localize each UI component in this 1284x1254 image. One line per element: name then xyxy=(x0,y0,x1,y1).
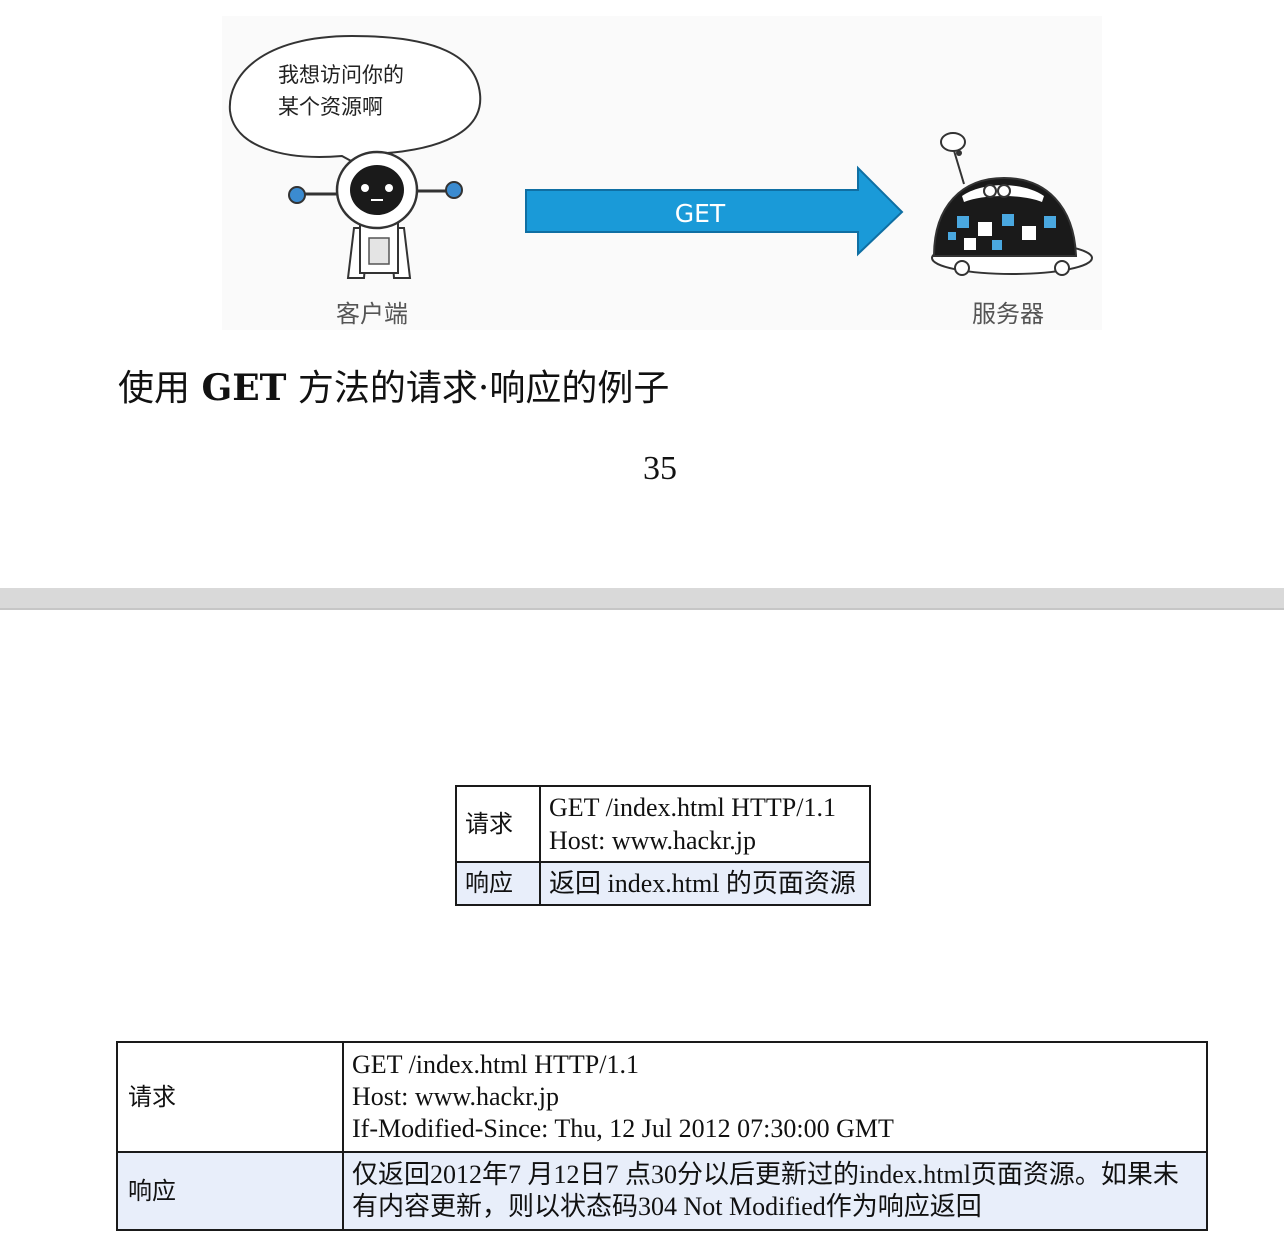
client-robot-icon xyxy=(288,150,463,279)
request-label: 请求 xyxy=(116,1041,344,1153)
figure-caption: 使用 GET 方法的请求·响应的例子 xyxy=(118,364,669,413)
server-label: 服务器 xyxy=(972,300,1044,328)
response-content: 仅返回2012年7 月12日7 点30分以后更新过的index.html页面资源… xyxy=(342,1151,1208,1231)
get-example-table: 请求 GET /index.html HTTP/1.1 Host: www.ha… xyxy=(455,785,871,906)
response-row: 响应 返回 index.html 的页面资源 xyxy=(455,861,871,906)
request-content: GET /index.html HTTP/1.1 Host: www.hackr… xyxy=(342,1041,1208,1153)
get-arrow xyxy=(525,165,904,257)
response-content: 返回 index.html 的页面资源 xyxy=(539,861,871,906)
request-line: Host: www.hackr.jp xyxy=(549,826,757,855)
get-illustration: 我想访问你的 某个资源啊 客户端 GET xyxy=(222,16,1102,330)
arrow-label: GET xyxy=(675,199,726,228)
server-robot-icon xyxy=(931,132,1093,276)
caption-bold: GET xyxy=(201,367,287,409)
request-content: GET /index.html HTTP/1.1 Host: www.hackr… xyxy=(539,785,871,863)
request-row: 请求 GET /index.html HTTP/1.1 Host: www.ha… xyxy=(455,785,871,863)
conditional-get-table: 请求 GET /index.html HTTP/1.1 Host: www.ha… xyxy=(116,1041,1208,1231)
client-label: 客户端 xyxy=(336,300,408,328)
request-row: 请求 GET /index.html HTTP/1.1 Host: www.ha… xyxy=(116,1041,1208,1153)
request-label: 请求 xyxy=(455,785,541,863)
response-line: 仅返回2012年7 月12日7 点30分以后更新过的index.html页面资源… xyxy=(352,1160,1179,1189)
request-line: Host: www.hackr.jp xyxy=(352,1082,560,1111)
response-row: 响应 仅返回2012年7 月12日7 点30分以后更新过的index.html页… xyxy=(116,1151,1208,1231)
request-line: GET /index.html HTTP/1.1 xyxy=(352,1050,639,1079)
page-number: 35 xyxy=(643,450,677,487)
request-line: GET /index.html HTTP/1.1 xyxy=(549,793,836,822)
caption-prefix: 使用 xyxy=(118,368,202,409)
response-label: 响应 xyxy=(116,1151,344,1231)
caption-suffix: 方法的请求·响应的例子 xyxy=(286,368,670,409)
illustration-svg: 我想访问你的 某个资源啊 客户端 GET xyxy=(228,34,1093,328)
request-line: If-Modified-Since: Thu, 12 Jul 2012 07:3… xyxy=(352,1114,894,1143)
speech-line-2: 某个资源啊 xyxy=(278,95,383,119)
response-label: 响应 xyxy=(455,861,541,906)
page-top: 我想访问你的 某个资源啊 客户端 GET xyxy=(0,0,1284,588)
page-divider xyxy=(0,588,1284,610)
response-line: 有内容更新，则以状态码304 Not Modified作为响应返回 xyxy=(352,1192,982,1221)
speech-line-1: 我想访问你的 xyxy=(278,63,404,87)
